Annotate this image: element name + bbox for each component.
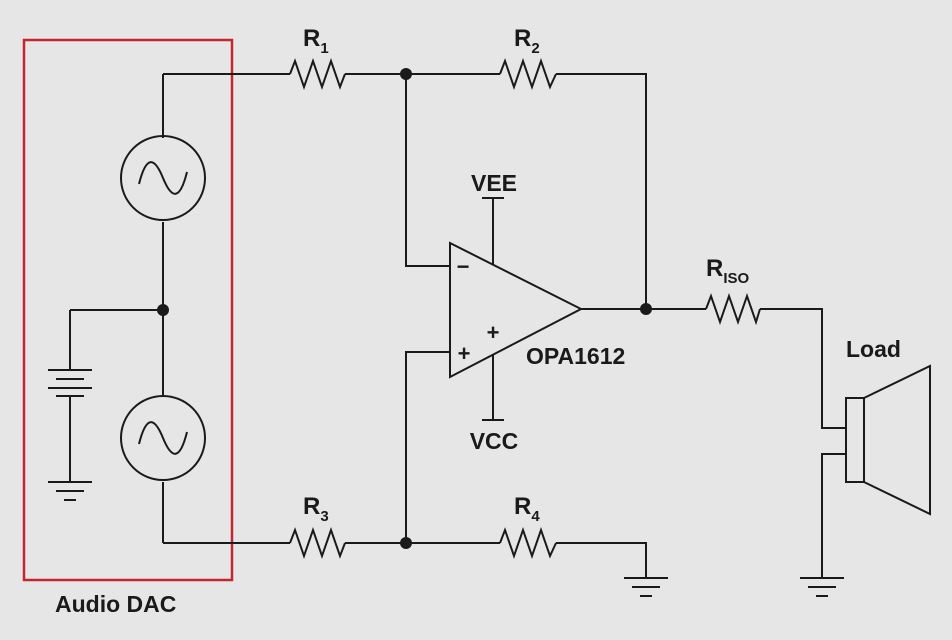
top-signal-wires: [163, 73, 647, 309]
r3-label: R3: [303, 493, 329, 525]
junction-dot: [400, 537, 412, 549]
junction-dot: [640, 303, 652, 315]
resistor-r1: [289, 57, 346, 91]
supply-sign: +: [487, 320, 500, 345]
bottom-signal-wires: [163, 351, 647, 578]
load-label: Load: [846, 336, 901, 362]
speaker-icon: [845, 364, 931, 516]
dac-wiring: [69, 74, 164, 543]
riso-label: RISO: [706, 255, 750, 287]
sine-source-bottom: [120, 395, 206, 481]
ground-icon-load: [800, 577, 844, 597]
ground-icon-dac: [48, 481, 92, 501]
battery-symbol: [48, 369, 92, 397]
resistor-r2: [499, 57, 557, 91]
junction-dot: [400, 68, 412, 80]
resistor-r4: [499, 526, 557, 560]
r4-label: R4: [514, 493, 540, 525]
audio-dac-block: [22, 38, 234, 582]
supply-vcc-label: VCC: [470, 428, 519, 454]
r1-label: R1: [303, 25, 329, 57]
opamp-part-label: OPA1612: [526, 343, 625, 369]
sine-source-top: [120, 135, 206, 221]
resistor-r3: [289, 526, 346, 560]
audio-dac-label: Audio DAC: [55, 591, 176, 617]
resistor-riso: [705, 292, 761, 326]
ground-icon-r4: [624, 577, 668, 597]
noninverting-input-sign: +: [458, 341, 471, 366]
junction-dot: [157, 304, 169, 316]
opamp-triangle: [449, 241, 584, 379]
r2-label: R2: [514, 25, 540, 57]
supply-vee-label: VEE: [471, 170, 517, 196]
inverting-input-sign: −: [457, 254, 470, 279]
opamp-supply-leads: [482, 197, 504, 421]
